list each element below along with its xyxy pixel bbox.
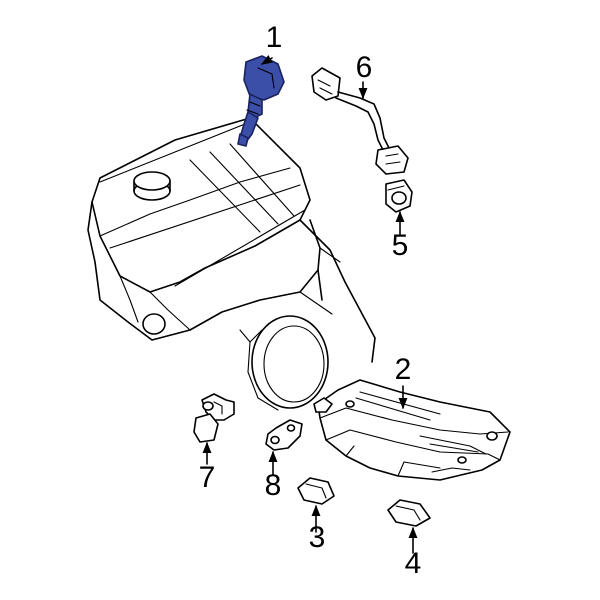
wiring-pigtail-part [311,67,409,175]
callout-2: 2 [394,353,412,386]
sensor-part-5 [385,179,413,213]
leader-arrow-1 [261,54,273,65]
ignition-coil-part [237,55,285,147]
callout-1: 1 [265,21,283,54]
callout-7: 7 [198,461,216,494]
ecm-module-part [313,379,511,481]
oil-filler-cap [133,171,171,201]
crank-pulley [247,315,329,411]
callout-5: 5 [391,229,409,262]
clip-part-3 [297,477,335,505]
engine-block-illustration [87,117,376,411]
callout-3: 3 [308,521,326,554]
sensor-part-7 [193,393,235,443]
clip-part-4 [387,499,431,527]
callout-4: 4 [404,547,422,580]
leader-arrows [202,54,418,554]
callout-6: 6 [355,51,373,84]
callout-8: 8 [264,469,282,502]
bracket-part-8 [265,419,303,451]
